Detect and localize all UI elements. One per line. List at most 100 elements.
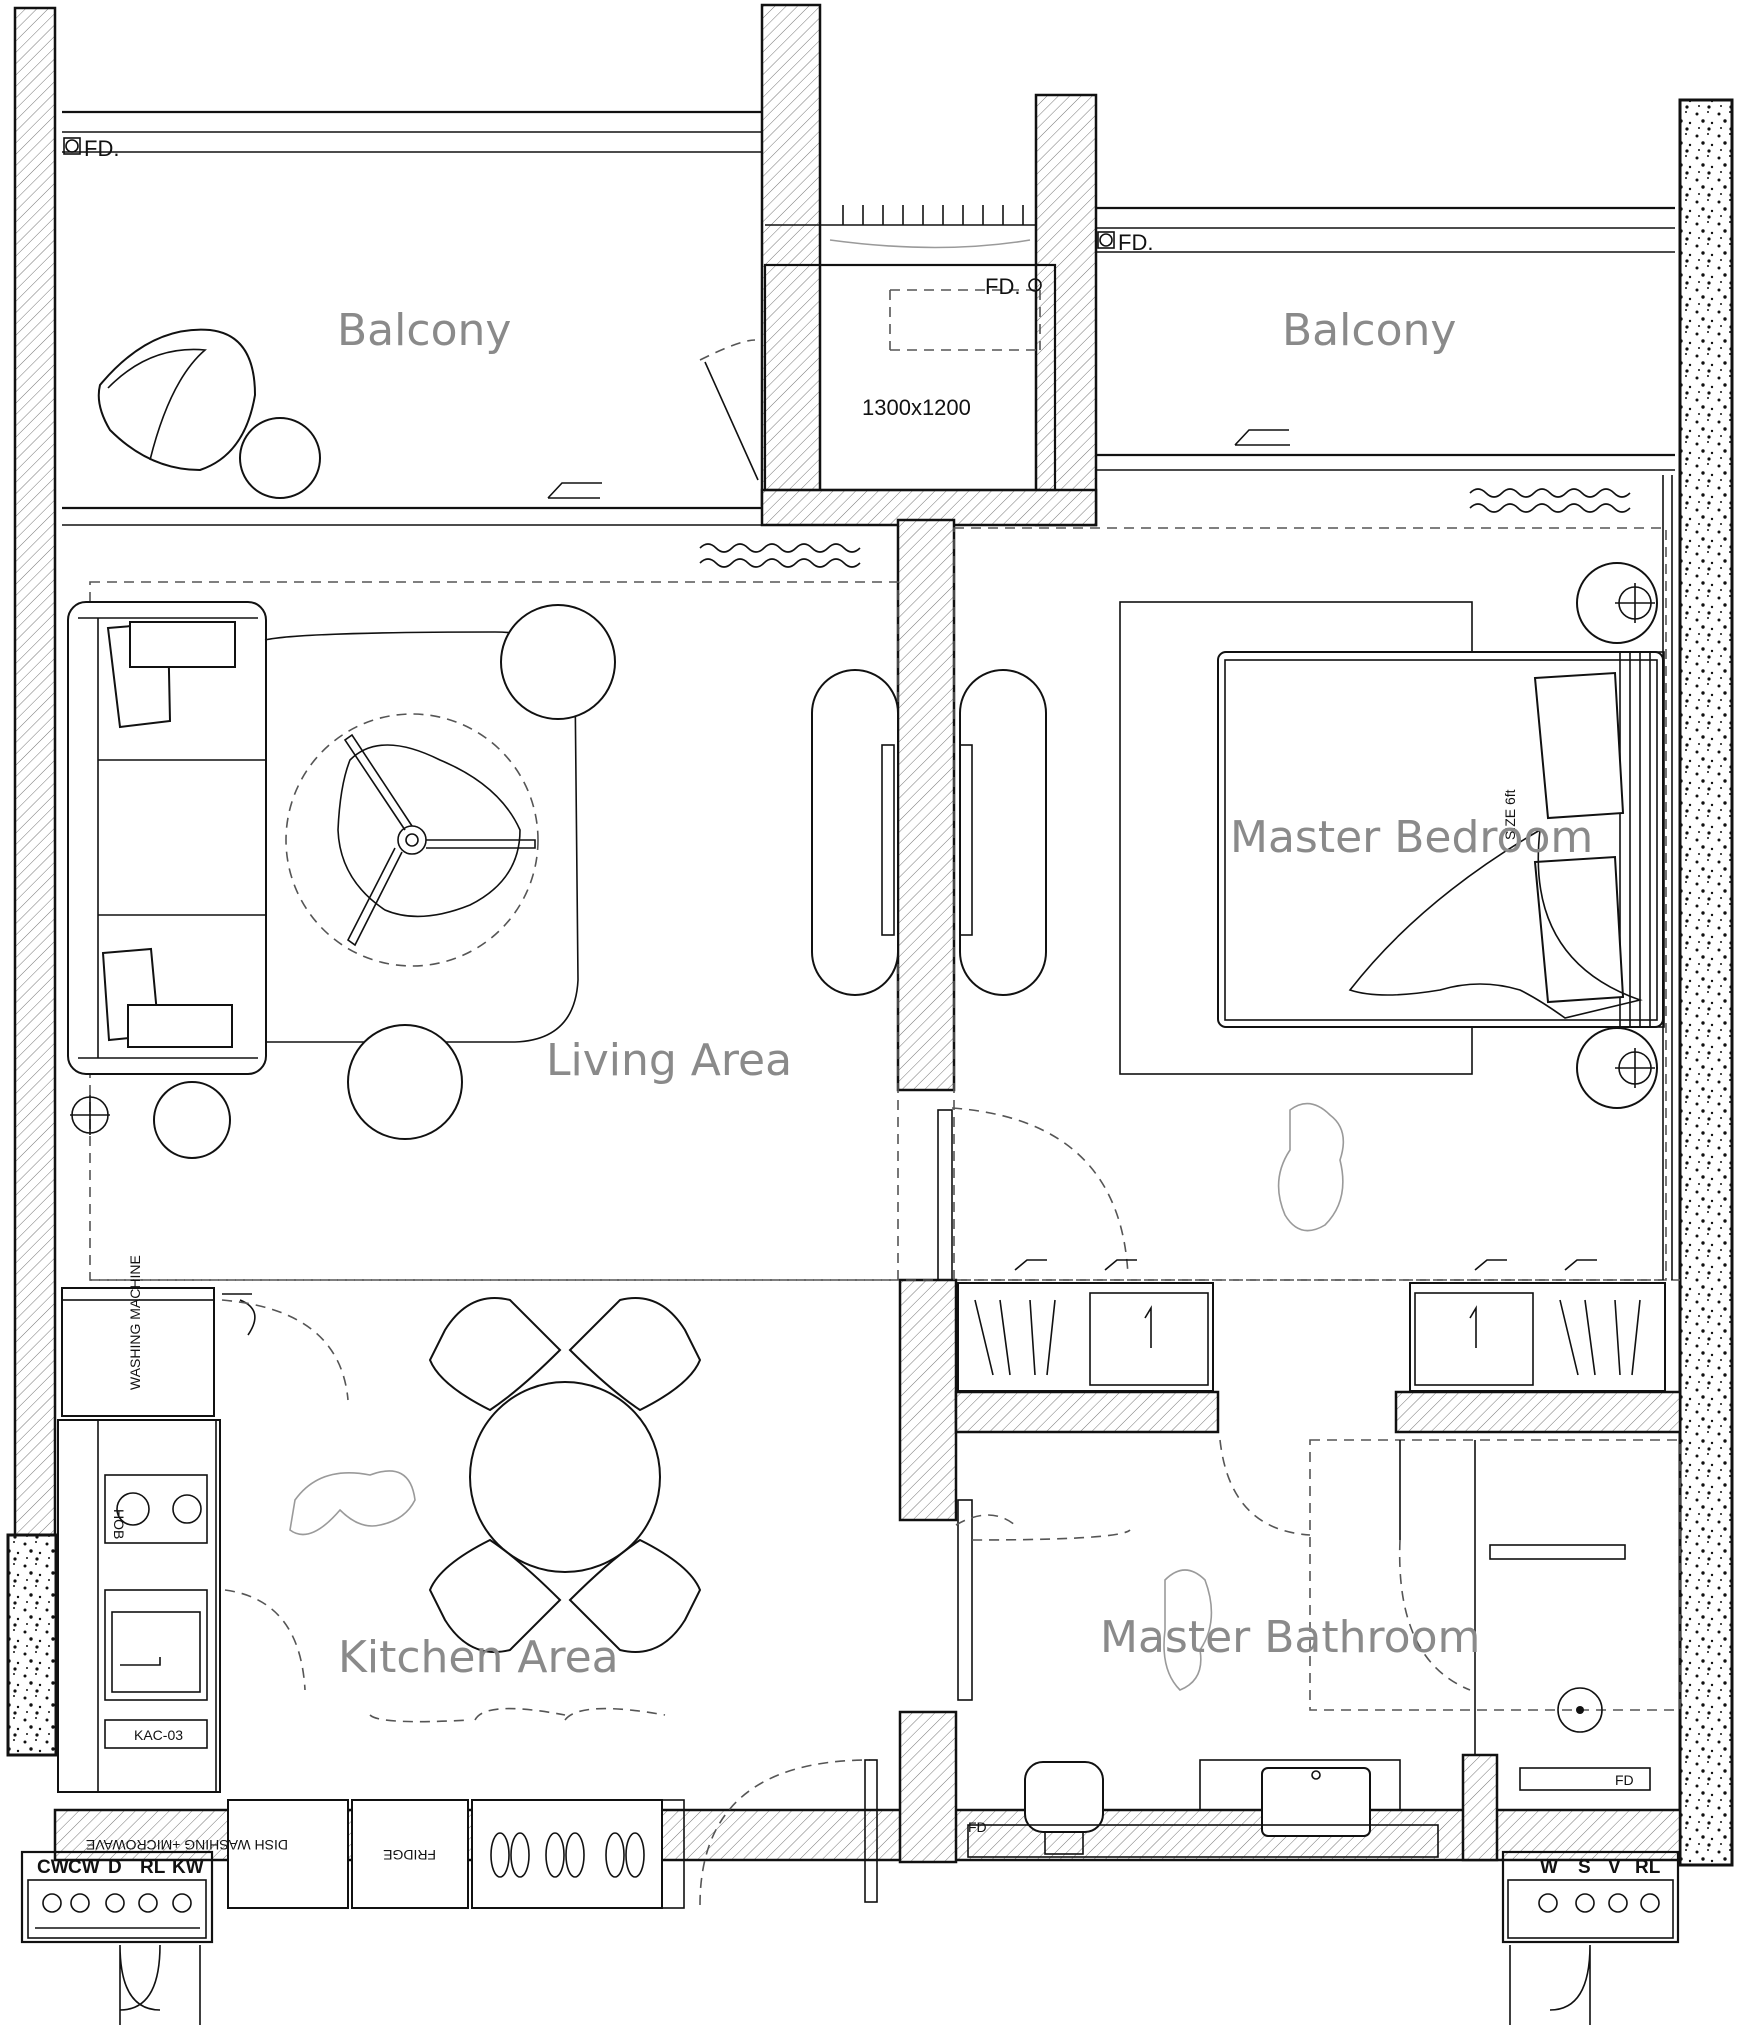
bath-entry-wall xyxy=(898,1710,958,1864)
fridge-label: FRIDGE xyxy=(383,1847,436,1863)
laundry-door-swing xyxy=(221,1299,349,1401)
floor-drain-icon xyxy=(63,137,81,155)
living-bedroom-partition xyxy=(896,518,956,1092)
shower-door-swing xyxy=(1398,1539,1471,1691)
ac-ledge-louvres xyxy=(842,205,1024,225)
riser-label-s: S xyxy=(1578,1857,1591,1878)
bedroom-door-leaf xyxy=(937,1109,953,1281)
dog-figure-bath xyxy=(1163,1569,1213,1691)
bed xyxy=(1217,651,1665,1028)
ac-ledge-right-wall xyxy=(1034,93,1098,527)
riser-door-right xyxy=(1509,1944,1591,2025)
shower-bench xyxy=(1519,1767,1651,1791)
balcony-door-leaf xyxy=(704,361,759,481)
bedroom-door-swing xyxy=(951,1107,1129,1276)
bed-size-label: SIZE 6ft xyxy=(1502,789,1518,840)
ac-ledge-size: 1300x1200 xyxy=(862,395,971,420)
tall-units xyxy=(227,1799,685,1909)
wardrobe-hangers xyxy=(1014,1259,1597,1271)
ac-ledge-pipe xyxy=(829,239,1031,249)
side-table-living-2 xyxy=(347,1024,463,1140)
bedside-lamp-top xyxy=(1576,562,1658,644)
shower-drain xyxy=(1557,1687,1603,1733)
side-table-living xyxy=(500,604,616,720)
laundry-door-mark xyxy=(222,1293,256,1336)
side-table-balcony xyxy=(239,417,321,499)
balcony-right-label: Balcony xyxy=(1282,305,1456,356)
partition-benches xyxy=(811,669,1047,996)
master-bedroom-label: Master Bedroom xyxy=(1230,812,1593,863)
service-riser-right xyxy=(1501,1850,1680,1944)
lounge-chair xyxy=(97,328,257,472)
riser-door-left xyxy=(119,1944,201,2025)
left-exterior-wall xyxy=(13,6,57,1542)
side-table-living-3 xyxy=(153,1081,231,1159)
entry-door-leaf xyxy=(864,1759,878,1903)
washing-machine-label: WASHING MACHINE xyxy=(127,1255,143,1390)
bath-door-swing xyxy=(1219,1439,1311,1536)
riser-label-d: D xyxy=(108,1857,122,1878)
kac-label: KAC-03 xyxy=(134,1727,183,1743)
shower-fd-label: FD xyxy=(1615,1772,1634,1788)
service-riser-left xyxy=(20,1850,214,1944)
dog-figure-bedroom xyxy=(1277,1102,1345,1232)
floor-drain-label: FD. xyxy=(84,136,119,161)
washing-machine-top xyxy=(61,1287,215,1301)
riser-label-cw2: CW xyxy=(68,1857,100,1878)
right-exterior-wall xyxy=(1678,98,1734,1867)
bedroom-curtain xyxy=(1469,488,1631,513)
kitchen-door-swings xyxy=(224,1589,666,1723)
bath-entry-swing xyxy=(971,1529,1131,1541)
riser-label-kw: KW xyxy=(172,1857,204,1878)
dining-table xyxy=(469,1381,661,1573)
riser-label-rl-right: RL xyxy=(1635,1857,1661,1878)
bedside-lamp-bottom xyxy=(1576,1027,1658,1109)
bath-door-arc xyxy=(955,1514,1016,1526)
floor-drain-circle-right xyxy=(1099,233,1113,247)
master-bathroom-label: Master Bathroom xyxy=(1100,1612,1480,1663)
kitchen-counter xyxy=(57,1419,221,1793)
bath-bedroom-wall-right xyxy=(1394,1390,1682,1434)
left-exterior-wall-column xyxy=(6,1533,58,1757)
vanity xyxy=(1199,1759,1401,1837)
balcony-door-swing xyxy=(699,339,756,361)
ac-floor-drain-icon xyxy=(1028,278,1042,292)
bedroom-ceiling-outline xyxy=(953,527,1667,1281)
balcony-right-door-mark xyxy=(1234,429,1290,446)
riser-label-w: W xyxy=(1540,1857,1558,1878)
kitchen-sink xyxy=(111,1611,201,1693)
coffee-table xyxy=(285,713,539,967)
floor-lamp xyxy=(70,1095,110,1135)
bath-fd-label: FD xyxy=(968,1819,987,1835)
floor-drain-icon-right xyxy=(1097,231,1115,249)
entry-door-swing xyxy=(699,1759,871,1906)
hob xyxy=(116,1492,202,1526)
dining-chairs xyxy=(428,1297,702,1653)
bath-right-stub xyxy=(1461,1753,1499,1862)
kitchen-area-label: Kitchen Area xyxy=(338,1632,619,1683)
wardrobe-right xyxy=(1409,1282,1666,1392)
ac-ledge xyxy=(763,263,1057,492)
bath-counter xyxy=(967,1824,1439,1858)
floor-drain-label-right: FD. xyxy=(1118,230,1153,255)
living-area-label: Living Area xyxy=(546,1035,792,1086)
washing-machine-unit xyxy=(61,1287,215,1417)
shower-zone xyxy=(1309,1439,1681,1711)
riser-label-v: V xyxy=(1608,1857,1621,1878)
hob-label: HOB xyxy=(111,1509,127,1539)
kac-box xyxy=(104,1719,208,1749)
kitchen-bath-wall xyxy=(898,1278,958,1522)
riser-label-rl: RL xyxy=(140,1857,166,1878)
floor-drain-circle xyxy=(65,139,79,153)
ac-unit-outline xyxy=(889,289,1041,351)
bath-door-leaf-2 xyxy=(957,1499,973,1701)
bath-bedroom-wall xyxy=(954,1390,1220,1434)
wardrobe-left xyxy=(957,1282,1214,1392)
dog-figure-kitchen xyxy=(289,1470,416,1536)
ac-floor-drain-label: FD. xyxy=(985,274,1020,299)
towel-rail xyxy=(1489,1544,1626,1560)
balcony-left-label: Balcony xyxy=(337,305,511,356)
shoes-icon xyxy=(490,1832,645,1878)
living-curtain xyxy=(699,543,861,568)
